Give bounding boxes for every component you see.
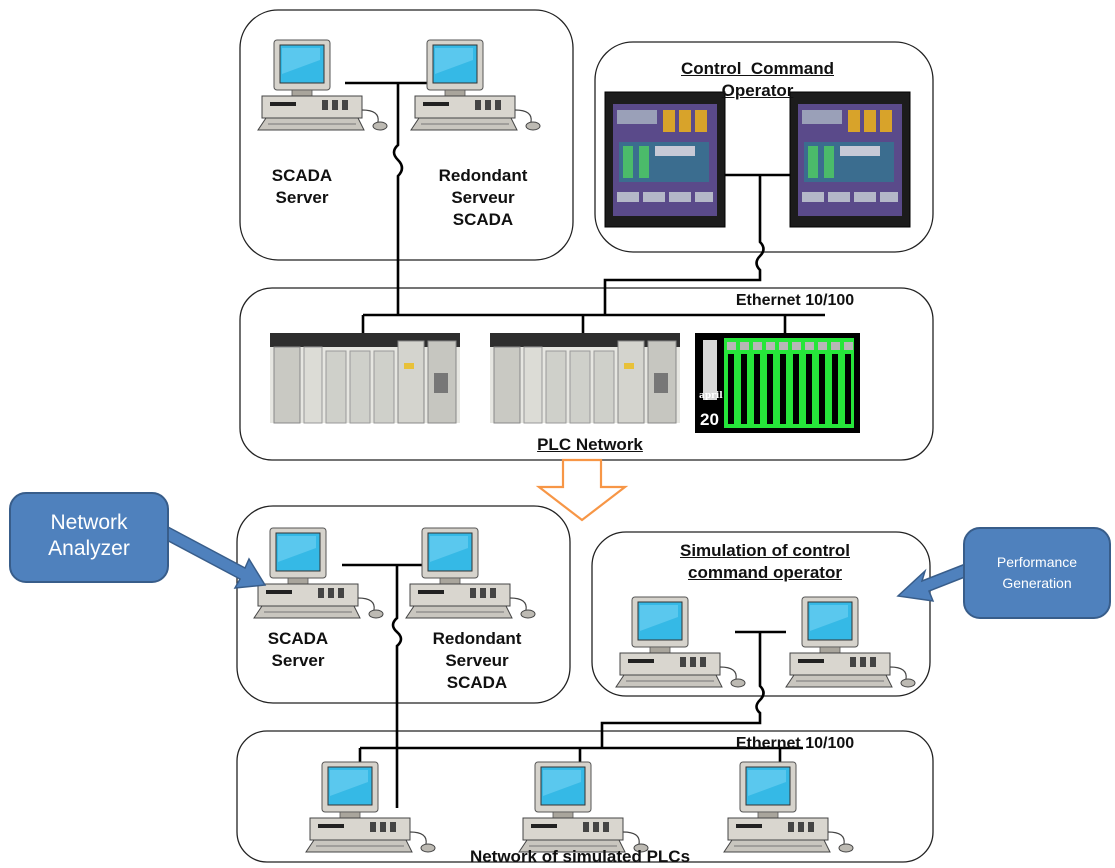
rack-number: 20 [700,410,719,429]
transition-arrow-icon [535,458,629,522]
april-rack-icon: april 20 [695,333,860,433]
control-command-title: Control Command Operator [681,59,834,100]
plc-rack-1-icon [269,332,461,424]
ethernet-label-top: Ethernet 10/100 [735,292,855,309]
rack-brand: april [699,391,723,401]
performance-generation-text: Performance Generation [996,554,1078,591]
operator-panel-2-icon [789,91,911,228]
sim-scada-server-label: SCADA Server [267,629,329,670]
scada-server-label: SCADA Server [271,166,333,207]
redundant-server-label: Redondant Serveur SCADA [438,166,528,229]
network-analyzer-arrow-icon [162,525,267,589]
performance-generation-callout [963,527,1111,619]
simulation-title: Simulation of control command operator [680,541,850,582]
operator-panel-1-icon [604,91,726,228]
plc-rack-2-icon [489,332,681,424]
network-analyzer-callout [9,492,169,583]
plc-network-label: PLC Network [537,435,643,454]
sim-redundant-server-label: Redondant Serveur SCADA [432,629,522,692]
sim-plc-network-label: Network of simulated PLCs [469,847,691,866]
network-analyzer-text: Network Analyzer [48,511,130,560]
ethernet-label-bottom: Ethernet 10/100 [735,735,855,752]
